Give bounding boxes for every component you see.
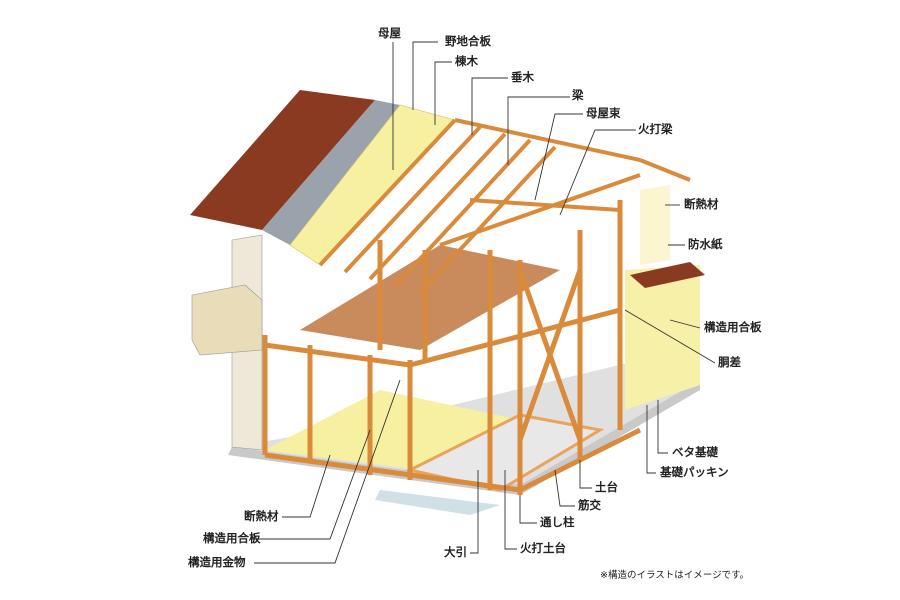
roof-tiles	[190, 90, 375, 230]
label-kiso-packing: 基礎パッキン	[660, 465, 729, 479]
label-dannetsuzai-left: 断熱材	[244, 509, 279, 523]
label-kouzouyou-kanamono: 構造用金物	[188, 555, 246, 569]
label-munagi: 棟木	[455, 54, 478, 68]
label-dannetsuzai-right: 断熱材	[684, 197, 719, 211]
timber-frame	[262, 200, 642, 495]
label-moyazuka: 母屋束	[586, 106, 621, 120]
second-floor-deck	[300, 245, 560, 350]
illustration-note: ※構造のイラストはイメージです。	[600, 570, 750, 581]
small-roof	[630, 262, 705, 288]
entrance-step	[375, 490, 500, 515]
label-kouzouyou-gohan-right: 構造用合板	[704, 320, 762, 334]
label-hari: 梁	[572, 88, 584, 102]
label-bousuishi: 防水紙	[688, 237, 723, 251]
label-kouzouyou-gohan-left: 構造用合板	[203, 531, 261, 545]
right-structural-plywood	[625, 265, 700, 410]
label-taruki: 垂木	[511, 70, 534, 84]
label-beta-kiso: ベタ基礎	[672, 445, 718, 459]
label-toushi-bashira: 通し柱	[540, 515, 575, 529]
right-insulation	[640, 185, 670, 265]
rafters	[318, 118, 691, 295]
balcony-box	[191, 284, 263, 356]
label-dousashi: 胴差	[718, 355, 741, 369]
label-noji-gohan: 野地合板	[445, 34, 491, 48]
waterproof-sheet	[262, 100, 400, 245]
label-hiuchi-dodai: 火打土台	[520, 541, 566, 555]
label-oobiki: 大引	[444, 545, 467, 559]
label-hiuchi-bari: 火打梁	[638, 122, 673, 136]
label-moya: 母屋	[378, 26, 401, 40]
leader-lines	[252, 41, 716, 564]
label-sujikai: 筋交	[578, 498, 601, 512]
label-dodai: 土台	[595, 480, 618, 494]
